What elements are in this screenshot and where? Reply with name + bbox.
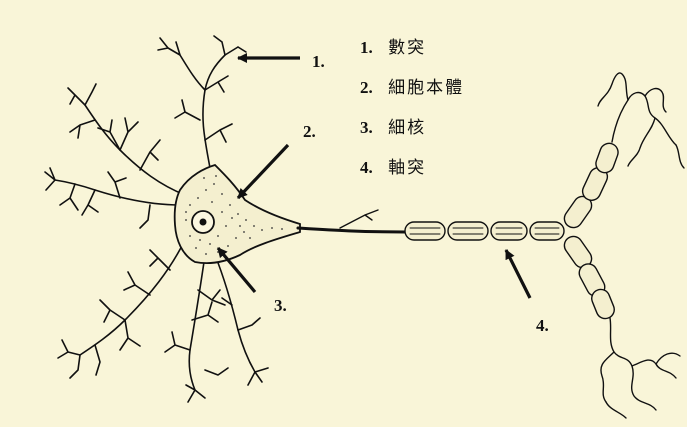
legend: 1. 數突 2. 細胞本體 3. 細核 4. 軸突: [360, 36, 464, 196]
legend-number: 4.: [360, 158, 373, 177]
cell-body: [175, 165, 300, 263]
callout-label-dendrite: 1.: [312, 52, 325, 72]
callout-label-cell-body: 2.: [303, 122, 316, 142]
legend-term: 細胞本體: [388, 78, 464, 98]
arrow-cell-body: [238, 145, 288, 198]
nucleus: [192, 211, 214, 233]
legend-item: 2. 細胞本體: [360, 76, 464, 116]
legend-term: 軸突: [388, 158, 426, 178]
legend-term: 細核: [388, 118, 426, 138]
legend-item: 4. 軸突: [360, 156, 464, 196]
axon: [298, 73, 684, 418]
callout-label-axon: 4.: [536, 316, 549, 336]
legend-term: 數突: [388, 38, 426, 58]
legend-number: 2.: [360, 78, 373, 97]
legend-item: 1. 數突: [360, 36, 464, 76]
callout-label-nucleus: 3.: [274, 296, 287, 316]
legend-item: 3. 細核: [360, 116, 464, 156]
arrow-axon: [506, 250, 530, 298]
legend-number: 3.: [360, 118, 373, 137]
legend-number: 1.: [360, 38, 373, 57]
